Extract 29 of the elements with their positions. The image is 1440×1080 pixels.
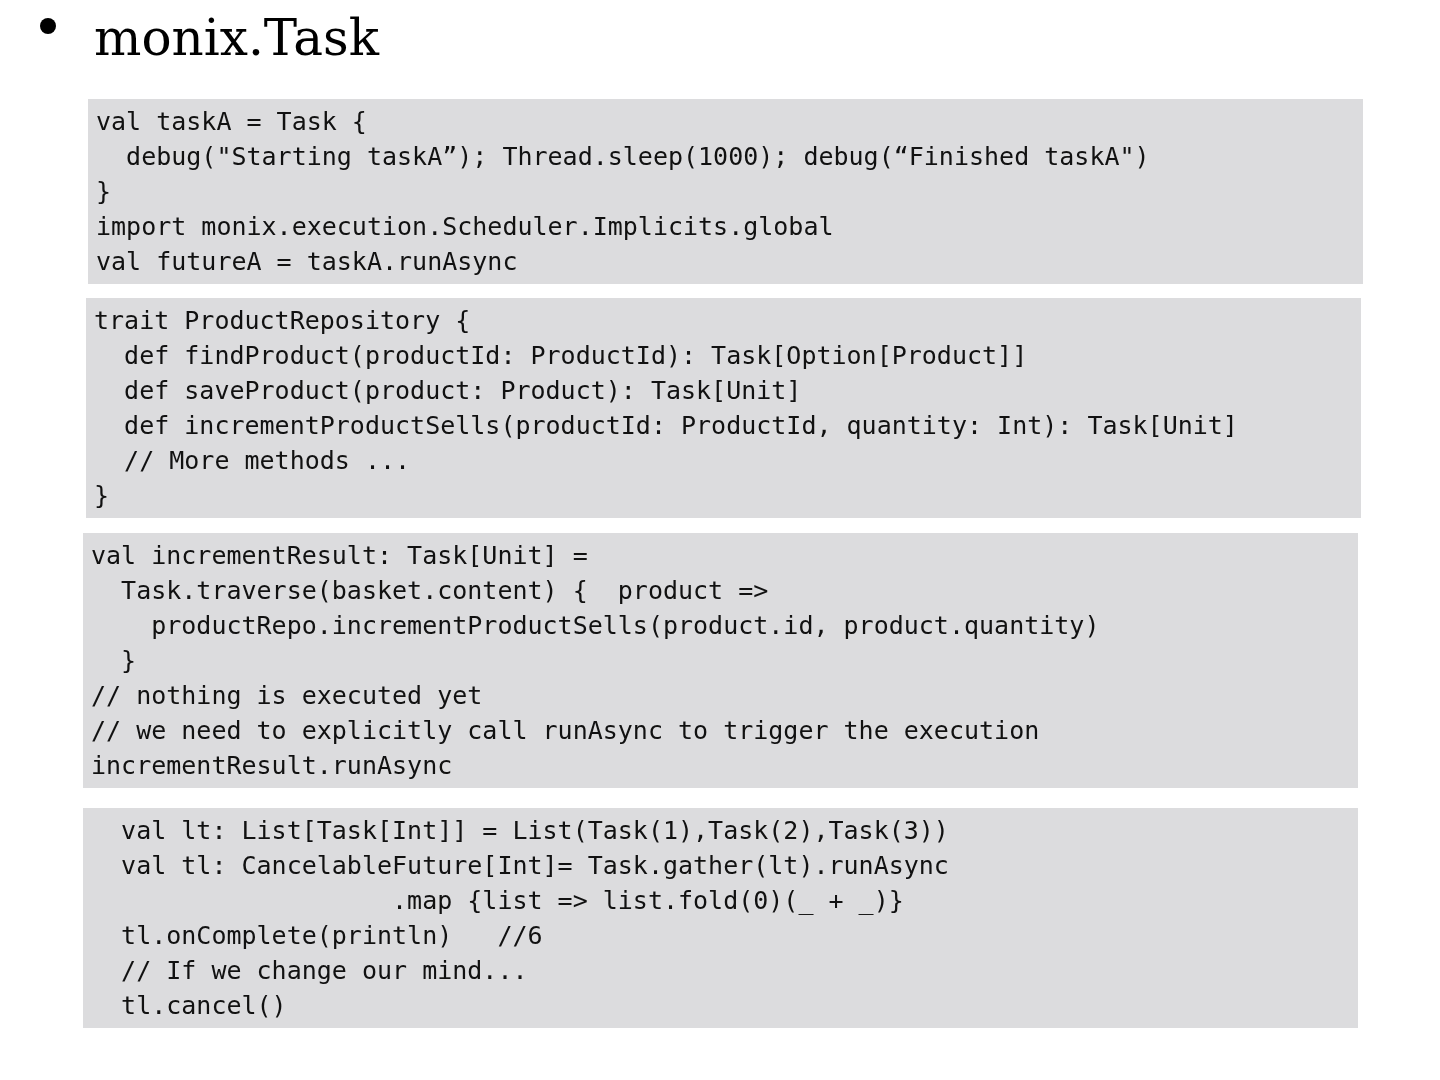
slide-title: monix.Task xyxy=(94,8,380,69)
code-line: tl.cancel() xyxy=(120,990,287,1022)
code-line: // we need to explicitly call runAsync to trigger the execution xyxy=(91,715,1040,747)
code-line: } xyxy=(94,480,110,512)
code-line: // nothing is executed yet xyxy=(91,680,483,712)
code-line: incrementResult.runAsync xyxy=(91,750,453,782)
code-line: } xyxy=(96,176,112,208)
code-line: } xyxy=(120,645,137,677)
code-line: productRepo.incrementProductSells(product.id, product.quantity) xyxy=(150,610,1100,642)
code-line: def incrementProductSells(productId: ProductId, quantity: Int): Task[Unit] xyxy=(123,410,1238,442)
code-line: def findProduct(productId: ProductId): Task[Option[Product]] xyxy=(123,340,1028,372)
code-block xyxy=(83,808,1358,1028)
code-line: // If we change our mind... xyxy=(120,955,528,987)
code-block xyxy=(83,533,1358,788)
code-line: val taskA = Task { xyxy=(96,106,367,138)
code-line: Task.traverse(basket.content) { product => xyxy=(120,575,769,607)
code-line: // More methods ... xyxy=(123,445,411,477)
code-line: val lt: List[Task[Int]] = List(Task(1),Task(2),Task(3)) xyxy=(120,815,949,847)
code-line: debug("Starting taskA”); Thread.sleep(1000); debug(“Finished taskA") xyxy=(125,141,1150,173)
code-line: .map {list => list.fold(0)(_ + _)} xyxy=(391,885,904,917)
code-block xyxy=(88,99,1363,284)
code-line: val futureA = taskA.runAsync xyxy=(96,246,518,278)
code-block xyxy=(86,298,1361,518)
code-line: val tl: CancelableFuture[Int]= Task.gather(lt).runAsync xyxy=(120,850,949,882)
code-line: tl.onComplete(println) //6 xyxy=(120,920,543,952)
code-line: import monix.execution.Scheduler.Implicits.global xyxy=(96,211,834,243)
code-line: def saveProduct(product: Product): Task[Unit] xyxy=(123,375,802,407)
code-line: trait ProductRepository { xyxy=(94,305,471,337)
code-line: val incrementResult: Task[Unit] = xyxy=(91,540,588,572)
